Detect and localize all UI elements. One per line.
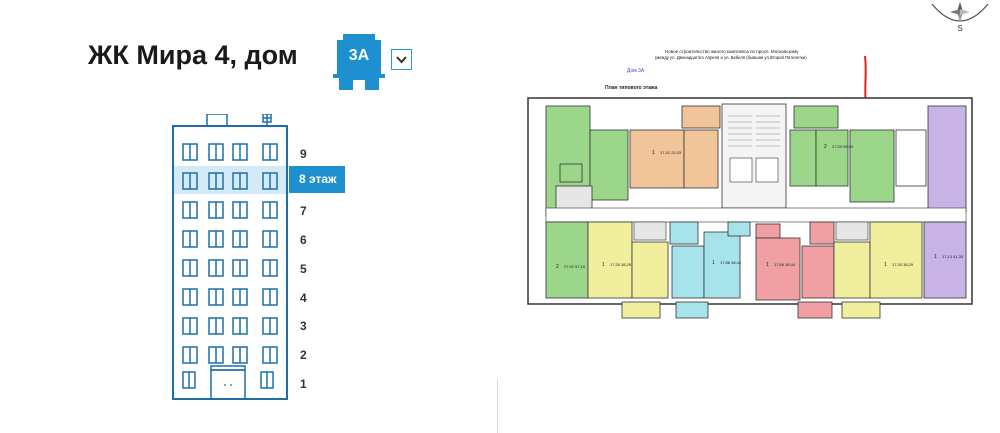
house-number: 3А: [348, 47, 370, 64]
floor-label-1[interactable]: 1: [300, 377, 307, 391]
floor-plan: Новое строительство жилого комплекса по …: [522, 46, 980, 328]
plan-title: План типового этажа: [605, 85, 658, 91]
apt-green-bl-area: 27,92 57,16: [564, 264, 586, 269]
apt-cyan-area: 17,86 38,44: [720, 260, 742, 265]
compass-icon: S: [931, 2, 989, 33]
compass-south-label: S: [957, 24, 962, 33]
apt-yellow-left-area: 17,30 38,29: [610, 262, 632, 267]
plan-house-label: Дом 3А: [627, 68, 645, 74]
floor-label-4[interactable]: 4: [300, 291, 307, 305]
chevron-down-icon: [396, 56, 407, 64]
floor-label-2[interactable]: 2: [300, 348, 307, 362]
apt-yellow-left-rooms: 1: [602, 262, 605, 268]
page-title: ЖК Мира 4, дом: [88, 40, 298, 70]
apt-pink-area: 17,86 38,44: [774, 262, 796, 267]
floor-label-8-selected[interactable]: 8 этаж: [289, 166, 345, 193]
apt-cyan-rooms: 1: [712, 260, 715, 266]
apt-purple-rooms: 1: [934, 254, 937, 260]
apt-yellow-right-rooms: 1: [884, 262, 887, 268]
apt-green-bl-rooms: 2: [556, 264, 559, 270]
house-badge[interactable]: 3А: [333, 34, 385, 90]
plan-caption-line2: (между ул. Двенадцатого Апреля и ул. Беб…: [655, 55, 807, 60]
building-selector-panel: ЖК Мира 4, дом 3А: [0, 0, 497, 433]
apt-orange-area: 17,42 25,53: [660, 150, 682, 155]
apt-pink-rooms: 1: [766, 262, 769, 268]
floor-label-7[interactable]: 7: [300, 204, 307, 218]
floor-label-6[interactable]: 6: [300, 233, 307, 247]
floor-label-3[interactable]: 3: [300, 319, 307, 333]
house-icon: [333, 34, 385, 90]
building-facade: [172, 114, 288, 400]
apt-green-right-area: 27,59 55,59: [832, 144, 854, 149]
panel-divider: [497, 380, 498, 433]
floor-label-9[interactable]: 9: [300, 147, 307, 161]
house-dropdown-button[interactable]: [391, 49, 412, 70]
plan-caption-line1: Новое строительство жилого комплекса по …: [665, 49, 799, 54]
floor-label-5[interactable]: 5: [300, 262, 307, 276]
apt-purple-area: 17,13 41,35: [942, 254, 964, 259]
apt-green-right-rooms: 2: [824, 144, 827, 150]
floor-plan-drawing: Новое строительство жилого комплекса по …: [527, 49, 973, 319]
apt-yellow-right-area: 17,30 38,29: [892, 262, 914, 267]
apt-orange-rooms: 1: [652, 150, 655, 156]
